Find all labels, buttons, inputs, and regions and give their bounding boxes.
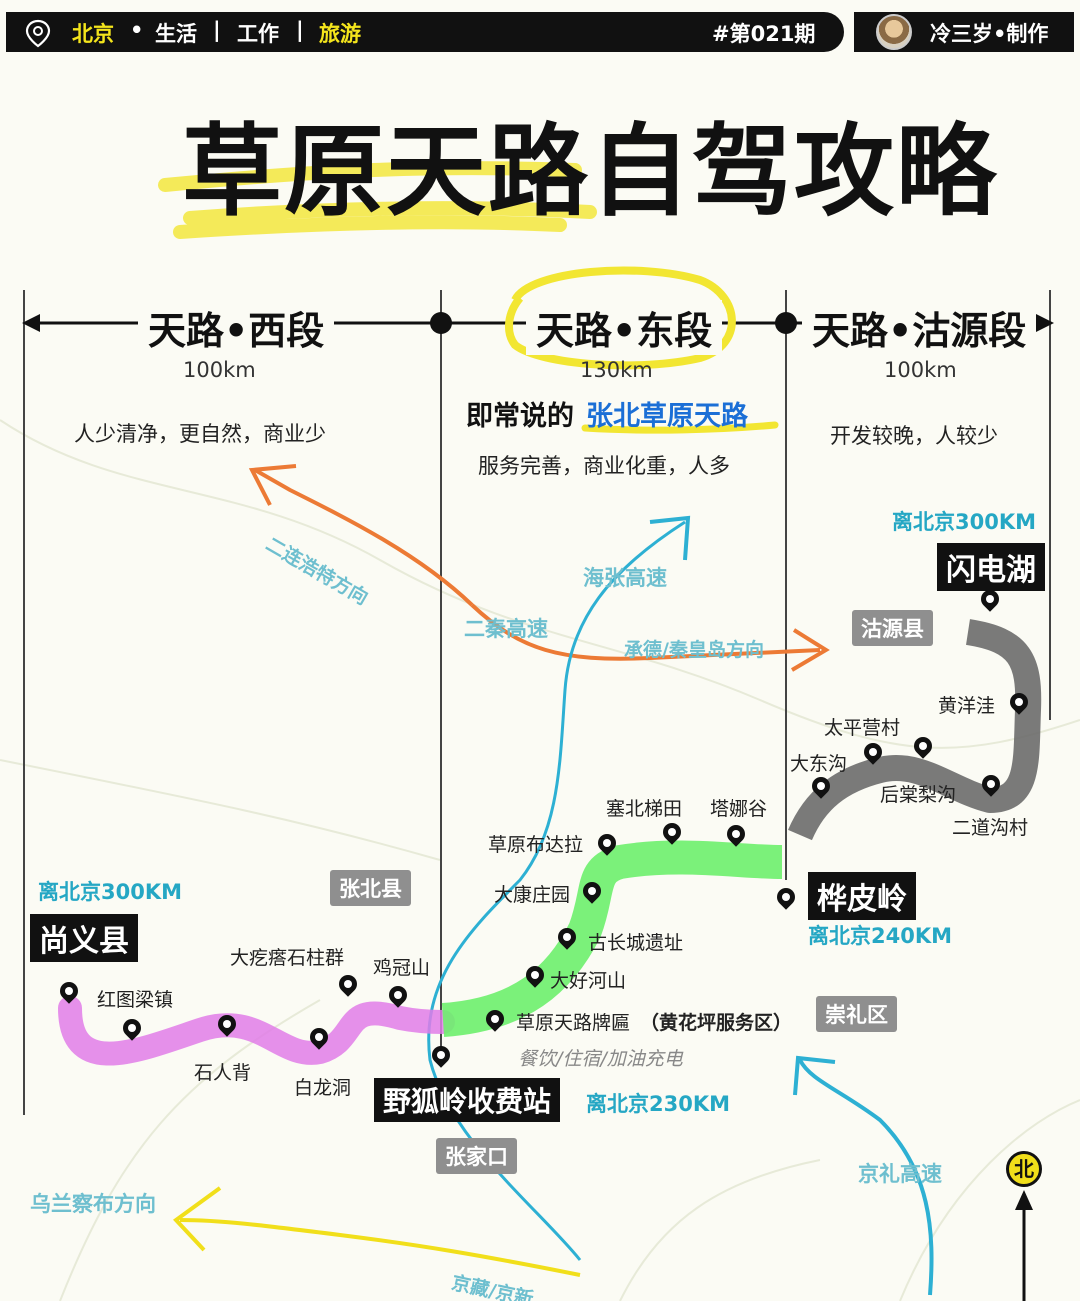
section-east-desc-prefix: 即常说的 [466, 401, 574, 432]
shangyi-distance: 离北京300KM [38, 880, 183, 904]
place-shirenbei: 石人背 [194, 1062, 252, 1084]
shandian-distance: 离北京300KM [892, 510, 1037, 534]
town-guyuan: 沽源县 [852, 610, 933, 646]
road-label-jingli: 京礼高速 [858, 1162, 942, 1186]
section-east-km: 130km [580, 358, 653, 382]
north-arrow-head [1015, 1190, 1033, 1210]
header-category-work[interactable]: 工作 [237, 22, 279, 46]
city-zhangjiakou: 张家口 [436, 1138, 517, 1174]
route-guyuan-gray [788, 619, 1042, 841]
section-guyuan-title: 天路•沽源段 [802, 300, 1037, 355]
place-taipingying: 太平营村 [824, 717, 901, 739]
header-bar [6, 12, 844, 52]
section-west-desc: 人少清净，更自然，商业少 [74, 422, 326, 446]
section-west-title: 天路•西段 [138, 300, 335, 355]
place-great-wall-ruins: 古长城遗址 [588, 932, 684, 954]
road-jingli-blue [798, 1059, 934, 1296]
section-west-km: 100km [183, 358, 256, 382]
place-dadonggou: 大东沟 [790, 753, 848, 775]
town-zhangbei: 张北县 [330, 870, 411, 906]
place-huanghuaping-service-area: （黄花坪服务区） [640, 1012, 793, 1034]
header-separator: | [296, 18, 304, 42]
road-erlian-orange [254, 468, 474, 607]
tianlu-underline [581, 421, 779, 434]
header-location: 北京 [72, 22, 114, 46]
arrow-chengde [790, 628, 830, 672]
town-shangyi: 尚义县 [30, 914, 138, 962]
header-separator: | [213, 18, 221, 42]
huapiling-distance: 离北京240KM [808, 924, 953, 948]
place-dakang-manor: 大康庄园 [494, 884, 571, 906]
title-highlight-swoosh [158, 161, 597, 239]
yehuling-distance: 离北京230KM [586, 1092, 731, 1116]
road-erqin-orange [470, 603, 821, 661]
section-guyuan-km: 100km [884, 358, 957, 382]
section-guyuan-desc: 开发较晚，人较少 [830, 424, 998, 448]
arrow-haizhang [649, 515, 691, 561]
section-east-title: 天路•东段 [526, 300, 723, 355]
road-label-erqin: 二秦高速 [464, 617, 548, 641]
section-east-desc-highlight: 张北草原天路 [586, 401, 748, 432]
place-hongtuliang: 红图梁镇 [97, 989, 174, 1011]
place-yehuling-toll: 野狐岭收费站 [374, 1078, 561, 1122]
place-huangyangwa: 黄洋洼 [938, 695, 996, 717]
arrow-jingli [793, 1055, 836, 1096]
district-chongli: 崇礼区 [816, 996, 897, 1032]
place-houtangligou: 后棠梨沟 [880, 784, 957, 806]
location-pin-icon [25, 19, 51, 48]
header-category-travel[interactable]: 旅游 [319, 22, 361, 46]
issue-number: #第021期 [712, 22, 816, 46]
axis-node-west-east [430, 312, 452, 334]
road-label-wulan: 乌兰察布方向 [30, 1192, 156, 1216]
place-dahao-heshan: 大好河山 [550, 970, 627, 992]
author-avatar [876, 14, 912, 50]
place-erdaogou: 二道沟村 [952, 817, 1029, 839]
header-dot: • [130, 18, 144, 42]
route-west-pink [58, 996, 455, 1066]
axis-arrow-left [22, 314, 40, 332]
place-tanuogu: 塔娜谷 [710, 798, 768, 820]
place-jiguanshan: 鸡冠山 [373, 957, 431, 979]
page-title: 草原天路自驾攻略 [182, 113, 998, 230]
place-shandian-lake: 闪电湖 [937, 543, 1045, 591]
place-huapiling: 桦皮岭 [808, 872, 916, 920]
place-tianlu-plaque: 草原天路牌匾 [516, 1012, 631, 1034]
road-label-haizhang: 海张高速 [583, 566, 667, 590]
header-category-life[interactable]: 生活 [155, 22, 197, 46]
north-compass-icon: 北 [1006, 1151, 1042, 1187]
place-saibei-titian: 塞北梯田 [606, 798, 683, 820]
road-label-chengde: 承德/秦皇岛方向 [624, 639, 764, 661]
road-wulan-yellow [179, 1218, 581, 1277]
section-east-desc2: 服务完善，商业化重，人多 [478, 454, 730, 478]
arrow-erlian [248, 464, 297, 506]
place-caoyuan-budala: 草原布达拉 [488, 834, 584, 856]
arrow-wulan [172, 1186, 222, 1252]
place-dageda-pillars: 大疙瘩石柱群 [230, 947, 345, 969]
axis-node-east-guyuan [775, 312, 797, 334]
service-amenities-note: 餐饮/住宿/加油充电 [518, 1048, 683, 1070]
author-credit: 冷三岁•制作 [930, 22, 1049, 46]
axis-arrow-right [1036, 314, 1054, 332]
place-bailongdong: 白龙洞 [294, 1077, 352, 1099]
